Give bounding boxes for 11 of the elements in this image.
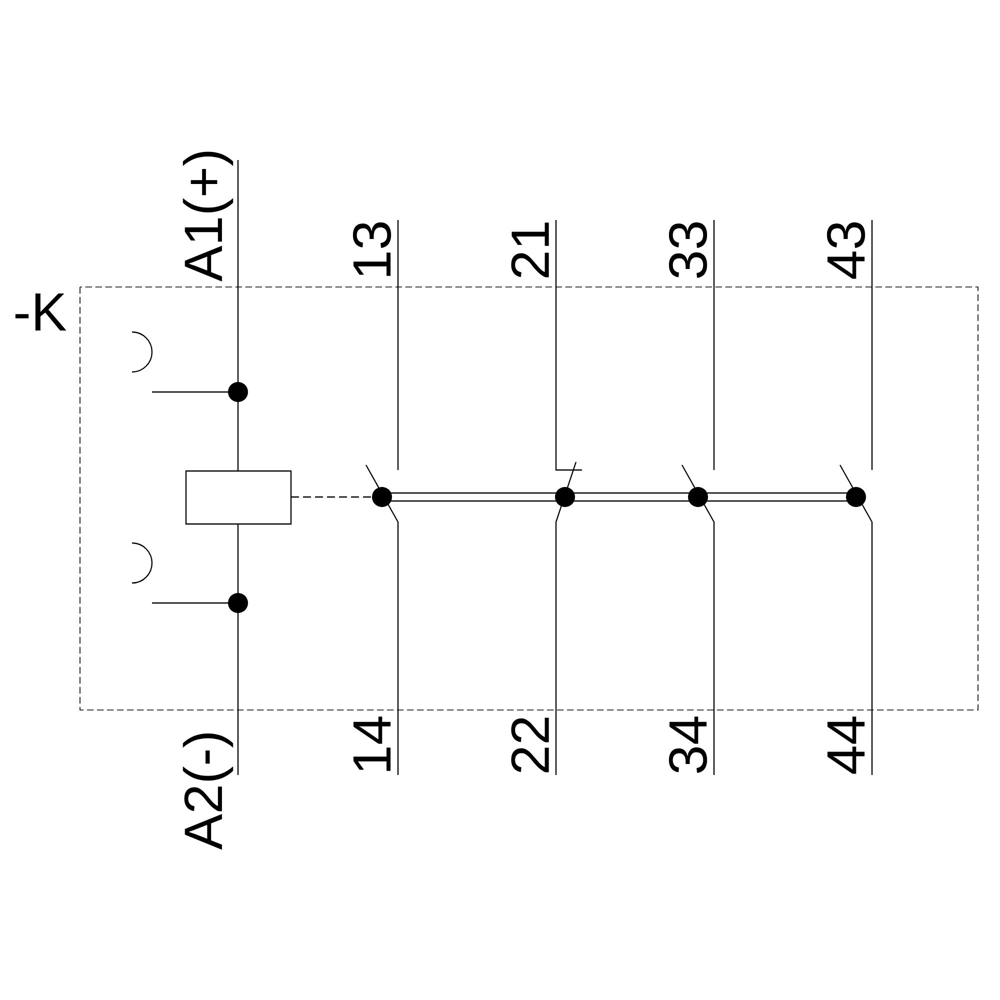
terminal-label: A2(-) xyxy=(182,733,234,850)
terminal-label: 43 xyxy=(826,222,866,279)
terminal-label: 21 xyxy=(511,222,549,278)
terminal-label: 13 xyxy=(352,222,392,276)
terminal-label: 33 xyxy=(668,222,708,278)
terminal-label: 34 xyxy=(668,716,708,773)
terminal-label: A1(+) xyxy=(182,152,234,282)
terminal-label: 22 xyxy=(511,718,549,772)
device-label: -K xyxy=(15,293,66,331)
terminal-label: 14 xyxy=(353,716,391,771)
terminal-label: 44 xyxy=(827,716,865,774)
